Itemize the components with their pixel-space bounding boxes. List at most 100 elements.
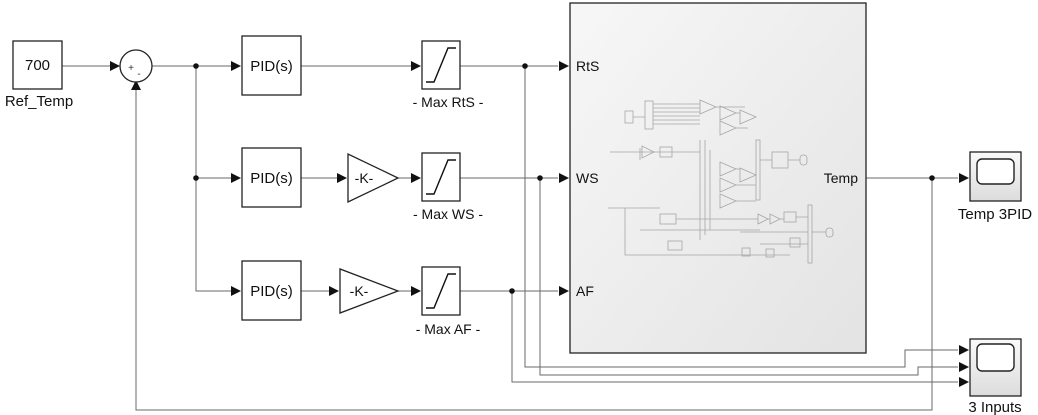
constant-value: 700 [25, 57, 50, 74]
preview-block [667, 240, 683, 251]
scope-inputs-block[interactable] [969, 338, 1022, 397]
preview-gain [719, 161, 737, 177]
pid-block-1[interactable]: PID(s) [241, 35, 302, 96]
preview-gain [739, 109, 757, 125]
preview-gain [739, 167, 757, 183]
preview-lines [736, 159, 800, 202]
arrowhead [329, 286, 339, 296]
branch-dot [193, 175, 199, 181]
preview-mux [807, 204, 813, 264]
subsystem-preview [608, 99, 834, 264]
sum-circle [119, 49, 153, 83]
saturation-name-1: - Max RtS - [413, 94, 484, 110]
preview-block [789, 237, 801, 248]
branch-dot [537, 175, 543, 181]
arrowhead [559, 173, 569, 183]
pid-box [241, 35, 302, 96]
arrowhead [559, 286, 569, 296]
pid-box [241, 147, 302, 208]
scope-temp-name: Temp 3PID [958, 206, 1032, 223]
preview-lines [676, 216, 826, 245]
pid-block-3[interactable]: PID(s) [241, 260, 302, 321]
branch-points [193, 63, 935, 294]
subsystem-input-rts: RtS [576, 58, 599, 74]
branch-dot [522, 63, 528, 69]
saturation-icon [426, 159, 456, 195]
wire-af-to-scope [511, 291, 958, 383]
scope-inputs-name: 3 Inputs [968, 399, 1021, 415]
arrowhead [559, 61, 569, 71]
gain-triangle [347, 152, 400, 204]
saturation-block-1[interactable] [421, 40, 461, 90]
preview-gain [719, 120, 737, 136]
preview-lines [608, 207, 790, 256]
branch-dot [193, 63, 199, 69]
wire-error-branch [195, 66, 232, 292]
plant-subsystem-block[interactable]: RtS WS AF Temp [569, 2, 867, 354]
sum-plus-sign: + [128, 63, 134, 74]
arrowheads [110, 61, 969, 387]
preview-gain [719, 193, 737, 209]
preview-mux [755, 139, 761, 201]
arrowhead [411, 61, 421, 71]
gain-block-3[interactable]: -K- [339, 268, 400, 314]
subsystem-box [569, 2, 867, 354]
preview-gain [719, 177, 737, 193]
gain-label: -K- [355, 170, 374, 186]
preview-port [825, 227, 834, 238]
gain-label: -K- [350, 283, 369, 299]
arrowhead [337, 173, 347, 183]
arrowhead [959, 345, 969, 355]
preview-lines [610, 148, 700, 160]
gain-triangle [339, 268, 400, 314]
arrowhead [959, 377, 969, 387]
arrowhead [110, 61, 120, 71]
saturation-name-2: - Max WS - [413, 206, 483, 222]
preview-lines [633, 103, 700, 125]
subsystem-output-temp: Temp [824, 170, 858, 186]
arrowhead [959, 173, 969, 183]
preview-gain [719, 105, 737, 121]
wire-feedback [135, 88, 933, 411]
signal-lines [62, 65, 958, 411]
saturation-block-2[interactable] [421, 152, 461, 202]
arrowhead [411, 173, 421, 183]
preview-lines [716, 106, 748, 129]
subsystem-input-ws: WS [576, 170, 599, 186]
subsystem-input-af: AF [576, 283, 594, 299]
preview-block [765, 248, 775, 258]
wire-rts-to-scope [524, 66, 958, 368]
preview-block [741, 247, 751, 257]
arrowhead [959, 362, 969, 372]
wire-ws-to-scope [539, 178, 958, 376]
scope-screen-icon [976, 158, 1015, 185]
saturation-icon [426, 47, 456, 83]
preview-block [644, 100, 654, 130]
constant-box [12, 40, 63, 90]
sum-block[interactable]: + - [119, 49, 153, 83]
gain-block-2[interactable]: -K- [347, 152, 400, 204]
branch-dot [509, 288, 515, 294]
pid-label: PID(s) [250, 170, 293, 187]
scope-temp-block[interactable] [969, 151, 1022, 202]
saturation-box [421, 266, 461, 316]
sum-minus-sign: - [137, 69, 140, 80]
saturation-block-3[interactable] [421, 266, 461, 316]
pid-box [241, 260, 302, 321]
pid-block-2[interactable]: PID(s) [241, 147, 302, 208]
saturation-name-3: - Max AF - [416, 321, 481, 337]
pid-label: PID(s) [250, 283, 293, 300]
branch-dot [929, 175, 935, 181]
scope-screen-icon [976, 343, 1015, 372]
constant-name: Ref_Temp [5, 93, 73, 110]
arrowhead [231, 173, 241, 183]
arrowhead [231, 286, 241, 296]
preview-port [799, 154, 808, 166]
pid-label: PID(s) [250, 58, 293, 75]
preview-block [659, 146, 673, 158]
ref-constant-block[interactable]: 700 [12, 40, 63, 90]
preview-gain [699, 99, 717, 115]
saturation-icon [426, 273, 456, 309]
arrowhead [231, 61, 241, 71]
